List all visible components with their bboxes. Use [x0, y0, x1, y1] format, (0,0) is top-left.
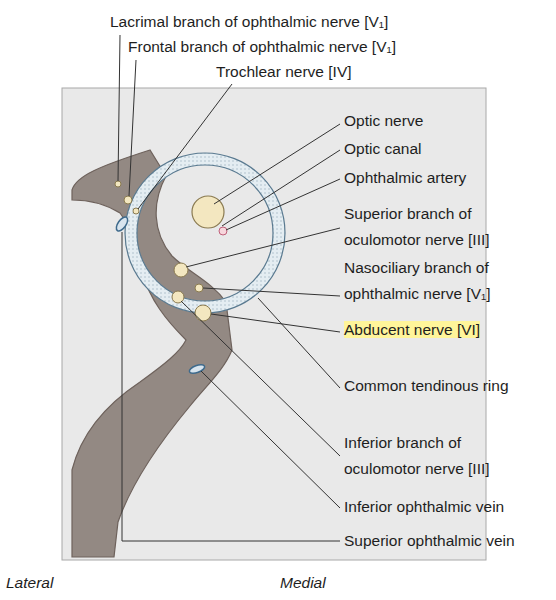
part-label: Inferior branch of oculomotor nerve [III… — [344, 434, 490, 477]
part-label: Nasociliary branch of ophthalmic nerve [… — [344, 259, 491, 302]
label-box: Trochlear nerve [IV] — [216, 59, 546, 85]
nerve-symbol — [172, 291, 184, 303]
nerve-symbol — [174, 263, 188, 277]
orientation-label: Lateral — [6, 574, 53, 591]
leader-line — [181, 301, 340, 456]
label-box: Inferior branch of oculomotor nerve [III… — [344, 430, 524, 482]
nerve-symbol — [195, 305, 211, 321]
label-box: Optic canal — [344, 136, 554, 162]
label-box: Superior branch of oculomotor nerve [III… — [344, 201, 524, 253]
part-label: Frontal branch of ophthalmic nerve [V₁] — [128, 38, 396, 55]
ring-inner-edge — [137, 165, 273, 301]
part-label: Ophthalmic artery — [344, 169, 466, 186]
leader-line — [122, 232, 340, 541]
leader-line — [214, 124, 340, 204]
part-label: Lacrimal branch of ophthalmic nerve [V₁] — [110, 13, 388, 30]
leader-line — [258, 298, 340, 388]
part-label: Abducent nerve [VI] — [344, 321, 480, 338]
label-box: Common tendinous ring — [344, 373, 554, 399]
nerve-symbol — [115, 181, 121, 187]
leader-line — [201, 371, 340, 508]
vein-symbol — [114, 215, 130, 233]
leader-line — [138, 84, 232, 209]
leader-line — [226, 179, 340, 230]
ring-outer-edge — [125, 153, 285, 313]
part-label: Inferior ophthalmic vein — [344, 498, 504, 515]
leader-line — [203, 288, 340, 296]
nerve-symbol — [124, 196, 132, 204]
label-box: Medial — [280, 570, 400, 596]
orientation-label: Medial — [280, 574, 326, 591]
tendinous-ring — [131, 159, 279, 307]
label-box: Superior ophthalmic vein — [344, 528, 554, 554]
part-label: Common tendinous ring — [344, 377, 509, 394]
leader-line — [222, 150, 340, 226]
label-box: Lateral — [6, 570, 126, 596]
leader-line — [186, 228, 340, 267]
part-label: Superior branch of oculomotor nerve [III… — [344, 205, 490, 248]
label-box: Inferior ophthalmic vein — [344, 494, 554, 520]
artery-symbol — [219, 227, 227, 235]
leader-line — [118, 35, 120, 181]
leader-line — [129, 60, 136, 196]
label-box: Lacrimal branch of ophthalmic nerve [V₁] — [110, 9, 550, 35]
background-panel — [62, 88, 486, 560]
label-box: Frontal branch of ophthalmic nerve [V₁] — [128, 34, 548, 60]
nerve-symbol — [195, 284, 203, 292]
leader-lines — [118, 35, 340, 541]
part-label: Superior ophthalmic vein — [344, 532, 515, 549]
label-box: Abducent nerve [VI] — [344, 317, 554, 343]
part-label: Trochlear nerve [IV] — [216, 63, 352, 80]
superior-orbital-fissure — [72, 150, 232, 557]
label-box: Optic nerve — [344, 108, 554, 134]
label-box: Nasociliary branch of ophthalmic nerve [… — [344, 255, 514, 307]
part-label: Optic nerve — [344, 112, 423, 129]
label-box: Ophthalmic artery — [344, 165, 554, 191]
part-label: Optic canal — [344, 140, 422, 157]
